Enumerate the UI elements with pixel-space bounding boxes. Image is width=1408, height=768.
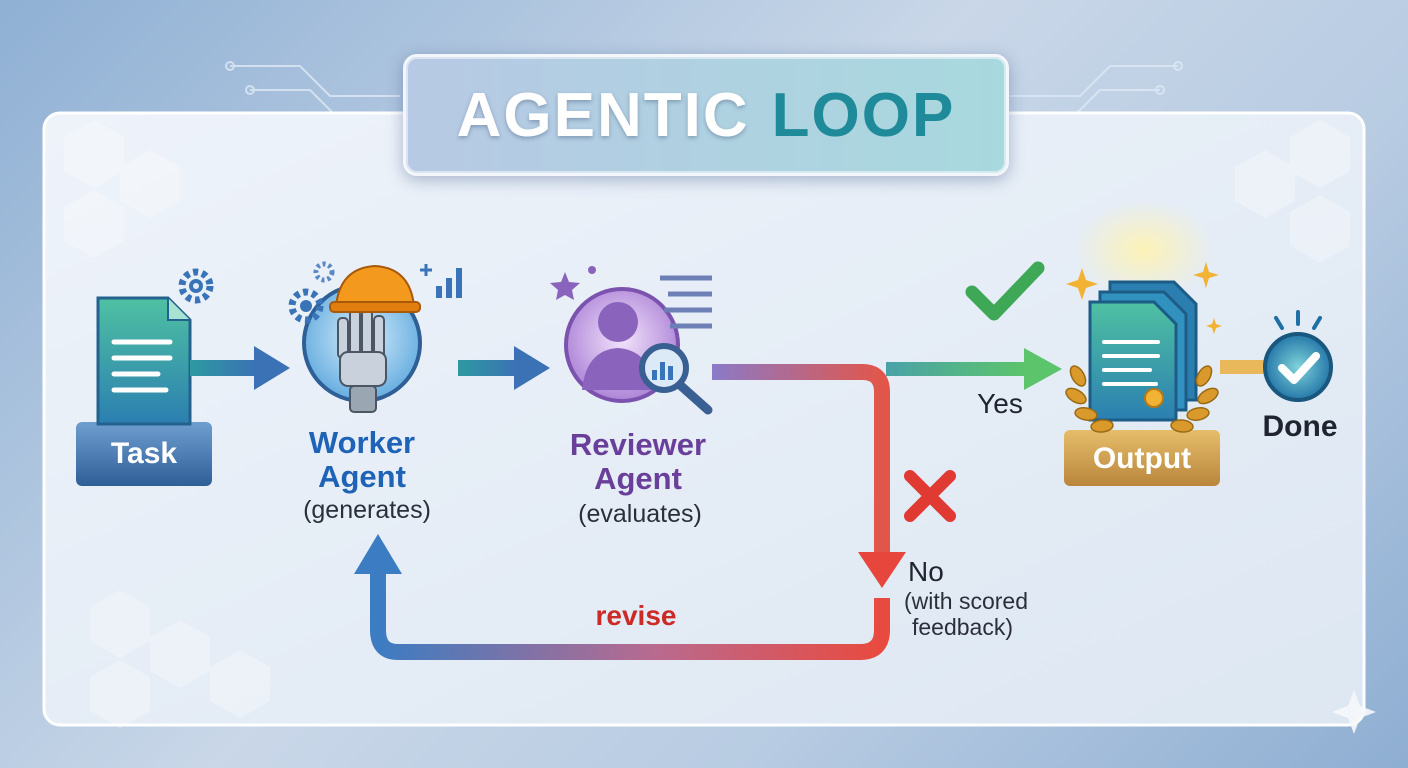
reviewer-sublabel: (evaluates): [578, 500, 702, 528]
sparkle-icon: [1332, 690, 1376, 734]
robot-hand-icon: [337, 309, 387, 413]
task-label: Task: [110, 437, 178, 470]
sparkle-icon: [1066, 262, 1222, 334]
star-icon: [550, 266, 596, 300]
person-icon: [582, 302, 656, 390]
reviewer-label-line1: Reviewer: [569, 427, 707, 462]
worker-label-line1: Worker: [308, 425, 416, 460]
reviewer-label-line2: Agent: [594, 461, 682, 496]
document-stack-icon: [1088, 280, 1198, 422]
hard-hat-icon: [329, 264, 421, 313]
arrow-task-to-worker: [190, 346, 290, 390]
connector-output-to-done: [1220, 360, 1266, 374]
revise-label: revise: [595, 600, 677, 631]
worker-agent-node: [288, 261, 462, 413]
output-node: [1064, 200, 1222, 486]
review-loop-path: [354, 364, 906, 660]
x-mark-icon: [904, 470, 956, 522]
no-sublabel-line2: feedback): [912, 614, 1014, 640]
title-part-2: LOOP: [771, 80, 956, 150]
yes-arrow: [886, 348, 1062, 390]
done-node: [1263, 310, 1333, 402]
gear-icon: [178, 268, 214, 304]
output-label: Output: [1092, 442, 1192, 475]
reviewer-agent-node: [550, 266, 713, 415]
hexagon-pattern: [64, 120, 1350, 728]
title-part-1: AGENTIC: [456, 80, 750, 150]
worker-sublabel: (generates): [303, 496, 431, 524]
gear-icon: [288, 288, 324, 324]
no-sublabel-line1: (with scored: [904, 588, 1028, 614]
task-node: [76, 268, 214, 486]
yes-label: Yes: [977, 388, 1023, 419]
worker-label-line2: Agent: [318, 459, 406, 494]
done-label: Done: [1262, 410, 1338, 443]
title-banner: AGENTIC LOOP: [403, 54, 1009, 176]
gear-icon: [313, 261, 335, 283]
list-lines-icon: [660, 275, 712, 329]
laurel-icon: [1065, 365, 1219, 433]
magnifier-icon: [639, 343, 713, 415]
arrow-worker-to-reviewer: [458, 346, 550, 390]
document-icon: [96, 296, 192, 426]
checkmark-icon: [965, 261, 1045, 321]
no-label: No: [908, 556, 944, 587]
bar-chart-icon: [420, 264, 462, 298]
